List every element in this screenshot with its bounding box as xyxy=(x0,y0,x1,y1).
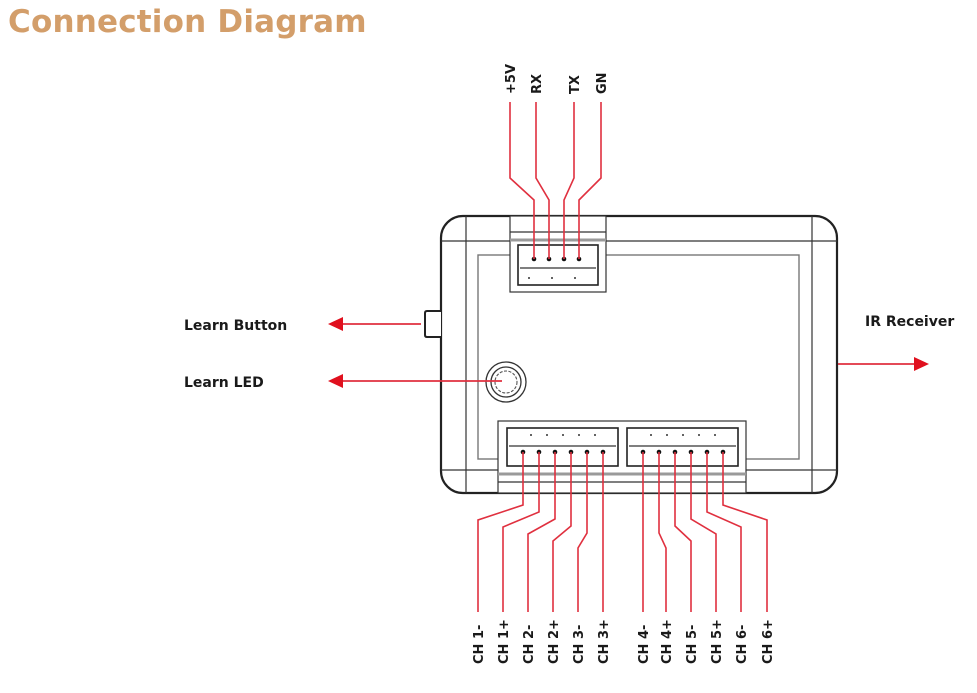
socket-dot xyxy=(528,277,530,279)
socket-dot xyxy=(530,434,532,436)
wire-ch2plus xyxy=(552,452,572,612)
learn-led xyxy=(485,361,527,403)
wire-tx xyxy=(563,102,575,259)
wire-5v xyxy=(509,102,535,259)
socket-dot xyxy=(562,434,564,436)
top-pin-label: TX xyxy=(568,75,583,94)
wire-gn xyxy=(578,102,602,259)
ir-receiver-arrow xyxy=(838,357,929,371)
wire-ch4plus xyxy=(658,452,667,612)
left-pin-label: CH 1- xyxy=(472,625,487,664)
right-pin-label: CH 6- xyxy=(735,625,750,664)
ir-receiver-label: IR Receiver xyxy=(865,314,954,330)
page-title: Connection Diagram xyxy=(8,4,367,40)
wire-rx xyxy=(535,102,550,259)
learn-led-label: Learn LED xyxy=(184,375,264,391)
wire-ch5plus xyxy=(690,452,717,612)
wire-ch3minus xyxy=(577,452,588,612)
left-pin-label: CH 1+ xyxy=(497,619,512,664)
socket-dot xyxy=(551,277,553,279)
learn-led-inner-ring xyxy=(494,370,518,394)
learn-button-nub xyxy=(424,310,441,338)
socket-dot xyxy=(682,434,684,436)
wire-ch2minus xyxy=(527,452,556,612)
right-pin-label: CH 5+ xyxy=(710,619,725,664)
top-connector xyxy=(509,215,607,293)
learn-led-outer-ring xyxy=(485,361,527,403)
learn-led-arrow-head xyxy=(328,374,343,388)
top-pin-label: GN xyxy=(595,72,610,94)
ir-receiver-arrow-head xyxy=(914,357,929,371)
right-pin-label: CH 5- xyxy=(685,625,700,664)
socket-dot xyxy=(546,434,548,436)
socket-dot xyxy=(594,434,596,436)
learn-button-arrow xyxy=(328,317,421,331)
socket-dot xyxy=(574,277,576,279)
right-pin-label: CH 4- xyxy=(637,625,652,664)
learn-led-mid-ring xyxy=(490,366,522,398)
left-pin-label: CH 3- xyxy=(572,625,587,664)
bottom-connector-block xyxy=(497,420,747,494)
top-connector-socket xyxy=(517,244,599,286)
top-pin-label: +5V xyxy=(504,64,519,94)
wire-ch1minus xyxy=(477,452,524,612)
top-pin-label: RX xyxy=(530,74,545,94)
left-pin-label: CH 2- xyxy=(522,625,537,664)
wire-ch6plus xyxy=(722,452,768,612)
socket-dot xyxy=(650,434,652,436)
learn-button-arrow-head xyxy=(328,317,343,331)
socket-dot xyxy=(666,434,668,436)
wire-ch1plus xyxy=(502,452,540,612)
right-pin-label: CH 6+ xyxy=(761,619,776,664)
socket-dot xyxy=(698,434,700,436)
left-pin-label: CH 2+ xyxy=(547,619,562,664)
learn-led-arrow xyxy=(328,374,502,388)
socket-dot xyxy=(578,434,580,436)
socket-dot xyxy=(714,434,716,436)
wire-ch5minus xyxy=(674,452,692,612)
learn-button-label: Learn Button xyxy=(184,318,287,334)
wire-ch6minus xyxy=(706,452,742,612)
right-pin-label: CH 4+ xyxy=(660,619,675,664)
left-pin-label: CH 3+ xyxy=(597,619,612,664)
